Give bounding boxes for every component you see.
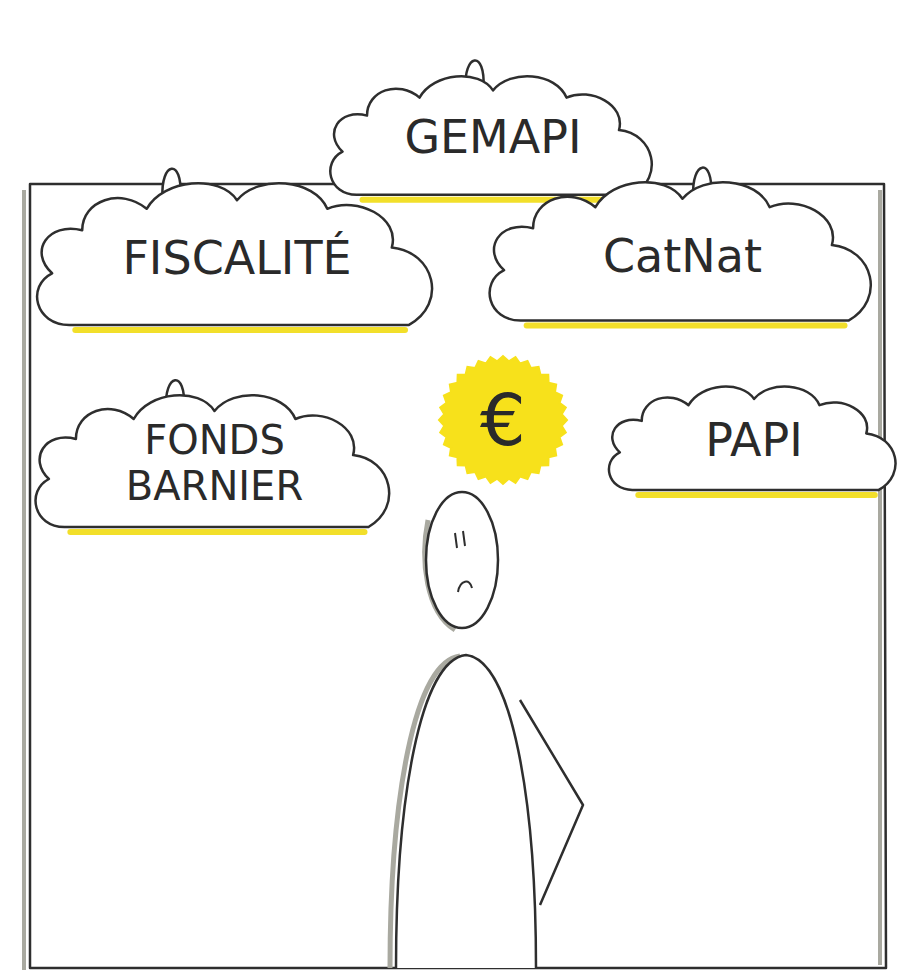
- cloud-outline: [490, 182, 871, 320]
- cloud-bubble: FONDS BARNIER: [22, 355, 407, 555]
- cloud-label: FISCALITÉ: [122, 232, 351, 285]
- cloud-highlight: [527, 323, 845, 329]
- cloud-outline: [36, 395, 390, 527]
- cloud-label: GEMAPI: [404, 111, 581, 164]
- figure-head: [426, 492, 498, 628]
- figure-body: [396, 655, 536, 968]
- cloud-bubble: FISCALITÉ: [22, 140, 452, 355]
- euro-sign: €: [480, 379, 526, 462]
- euro-blob: [439, 356, 567, 484]
- cloud-highlight: [70, 529, 364, 535]
- cloud-bubble: PAPI: [598, 355, 910, 512]
- text-holder: FISCALITÉ: [122, 210, 351, 285]
- frame-shadow: [22, 190, 26, 970]
- cloud-label: FONDS BARNIER: [90, 417, 340, 509]
- figure-mouth: [458, 582, 472, 592]
- cloud-outline: [37, 183, 432, 325]
- cloud-outline: [609, 386, 896, 489]
- cloud-highlight: [75, 327, 405, 333]
- cloud-bubble: CatNat: [475, 140, 890, 350]
- cloud-highlight: [638, 491, 874, 497]
- text-holder: FONDS BARNIER: [90, 401, 340, 509]
- cloud-label: CatNat: [603, 230, 762, 283]
- frame-shadow: [878, 190, 882, 965]
- text-holder: CatNat: [603, 208, 762, 283]
- figure-arm: [520, 700, 583, 905]
- text-holder: GEMAPI: [404, 97, 581, 164]
- text-holder: €: [480, 379, 526, 462]
- text-holder: PAPI: [705, 400, 803, 467]
- cloud-label: PAPI: [705, 414, 803, 467]
- euro-circle: €: [438, 355, 568, 485]
- cloud-outline: [330, 76, 651, 195]
- figure-eyes: [455, 531, 465, 548]
